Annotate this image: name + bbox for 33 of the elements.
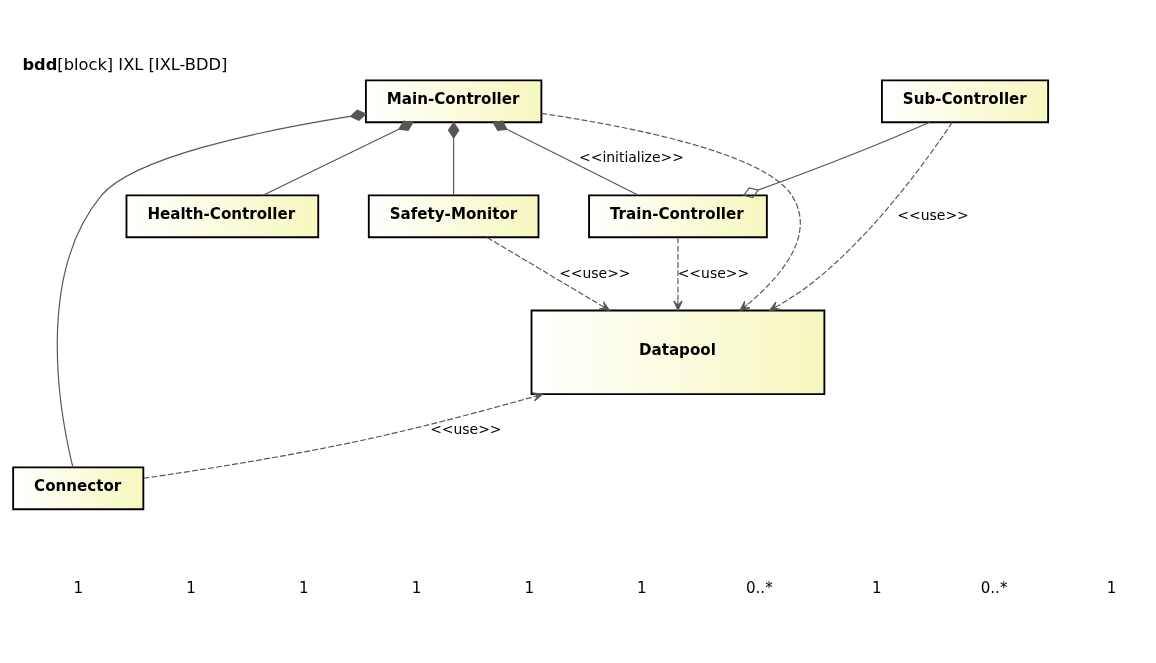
node-box: Train-Controller [588,194,768,238]
label: 1 [298,578,309,597]
connector [447,121,460,196]
connector [56,108,367,468]
node-box: Connector [12,465,145,510]
edge-label: <<use>> [430,420,502,437]
label: 1 [411,578,422,597]
label: 1 [637,578,647,597]
edge-label: <<use>> [559,263,631,280]
label: 0..* [980,578,1008,597]
arrow [143,391,543,479]
label: 1 [1106,578,1117,597]
edge-label: <<initialize>> [579,148,684,165]
arrow [673,236,683,311]
arrow [486,236,610,311]
connector [262,120,414,196]
label: 1 [524,578,534,597]
node-box: Sub-Controller [881,78,1050,123]
arrow [540,112,801,311]
label: 0..* [745,578,773,597]
label: 1 [186,578,196,597]
label: 1 [73,578,84,597]
edge-label: <<use>> [677,263,750,280]
arrow [769,121,953,311]
node-box: Datapool [530,309,826,395]
edge-label: <<use>> [897,206,969,223]
node-box: Main-Controller [364,78,543,123]
label: 1 [871,578,882,597]
connector [492,120,639,196]
connector [742,121,931,198]
node-box: Safety-Monitor [367,194,540,238]
node-box: Health-Controller [125,194,320,238]
diagram-title: bdd[block] IXL [IXL-BDD] [22,54,228,74]
